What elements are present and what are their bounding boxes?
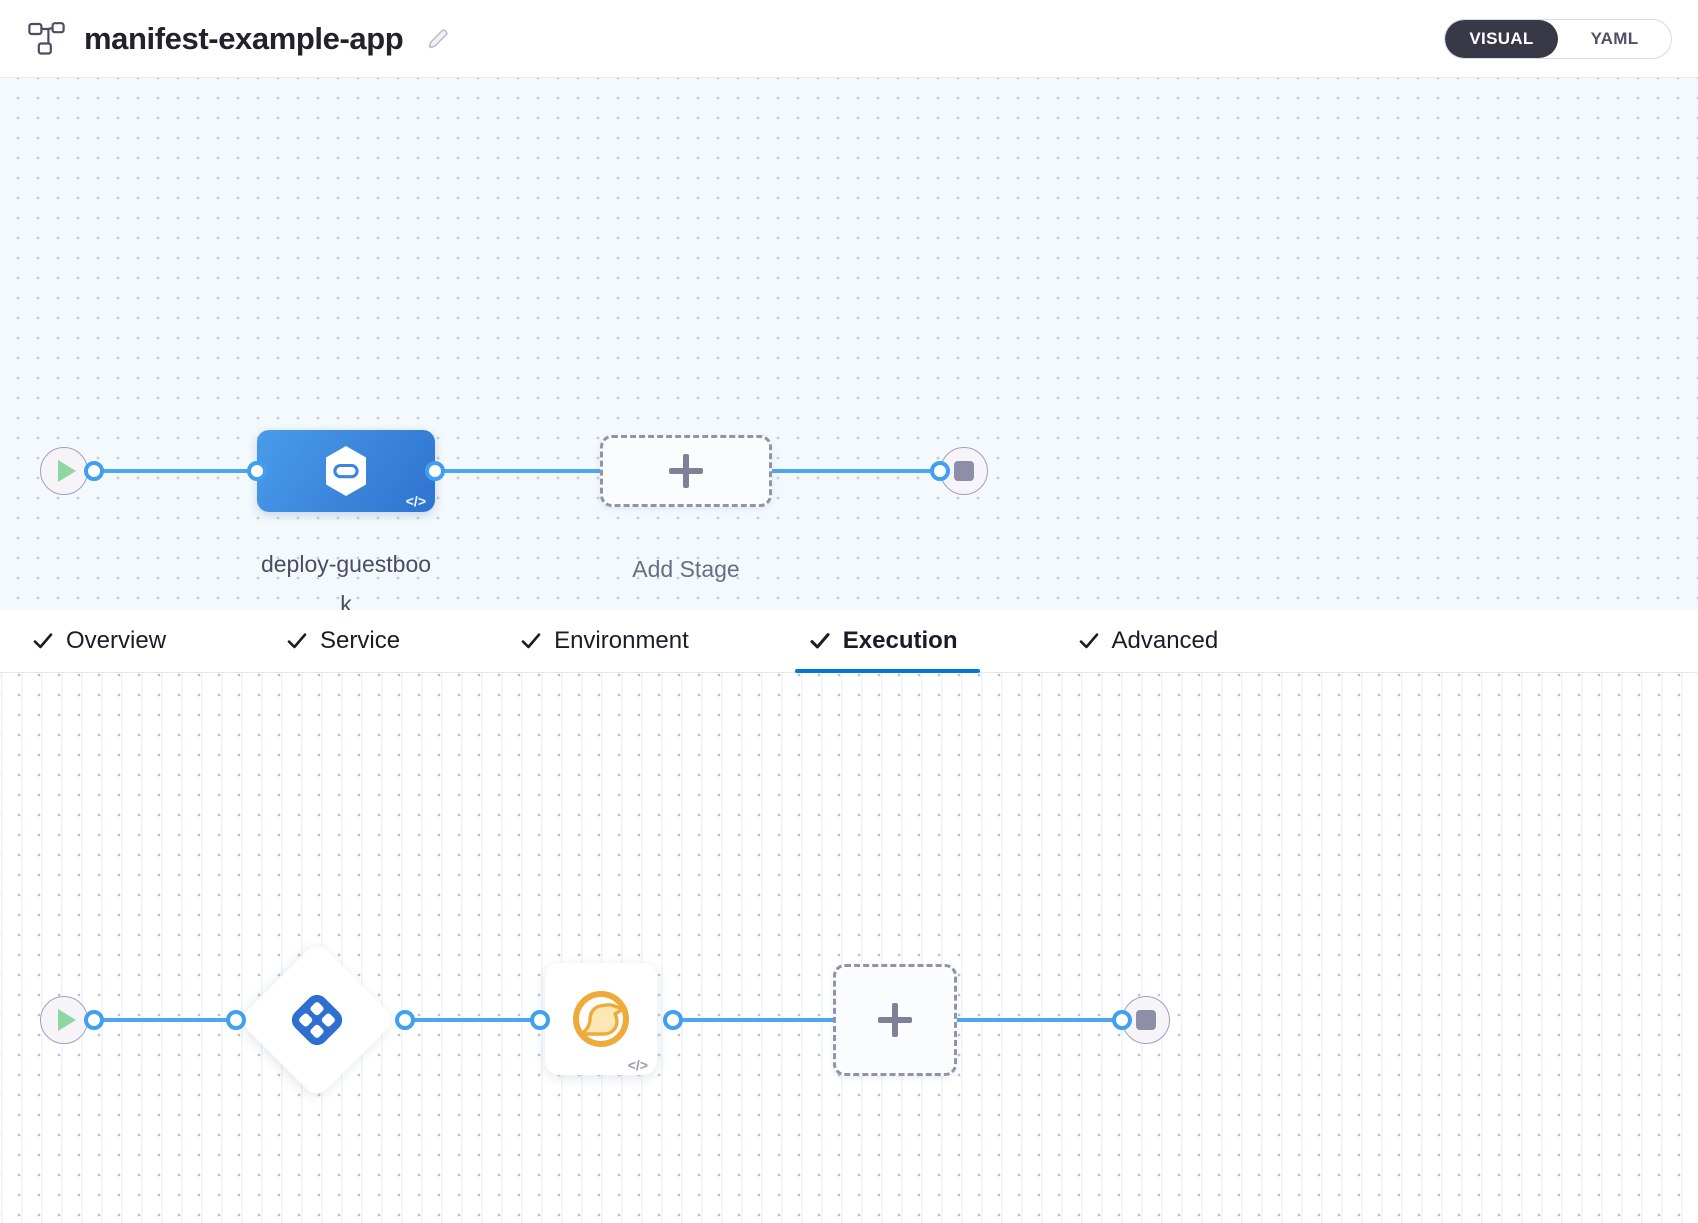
port-canary-in[interactable]: [530, 1010, 550, 1030]
stage-tabs[interactable]: Overview Service Environment Execution A…: [0, 610, 1698, 673]
pencil-edit-icon[interactable]: [425, 26, 451, 52]
add-stage-label: Add Stage: [632, 556, 740, 582]
check-icon: [810, 633, 830, 649]
execution-graph-canvas[interactable]: HarnessApproval_1 </> K8sCanaryDeploy_1 …: [0, 673, 1698, 1223]
approval-icon-wrap: [261, 964, 373, 1076]
tab-execution[interactable]: Execution: [794, 610, 992, 673]
tab-overview-label: Overview: [66, 627, 167, 654]
edge-add-to-end: [770, 469, 940, 473]
check-icon: [33, 633, 53, 649]
port-approval-in[interactable]: [226, 1010, 246, 1030]
stage-node-deploy-guestbook[interactable]: </>: [257, 430, 435, 512]
page-title: manifest-example-app: [84, 20, 404, 56]
tab-service-label: Service: [320, 627, 401, 654]
tab-advanced-label: Advanced: [1111, 627, 1219, 654]
view-mode-toggle[interactable]: VISUAL YAML: [1444, 18, 1672, 59]
port-exec-end-in[interactable]: [1112, 1010, 1132, 1030]
tab-advanced[interactable]: Advanced: [1078, 610, 1253, 672]
port-exec-start-out[interactable]: [84, 1010, 104, 1030]
port-end-in[interactable]: [930, 461, 950, 481]
step-node-k8s-canary-deploy[interactable]: </>: [545, 963, 657, 1075]
plus-icon: [669, 454, 703, 488]
check-icon: [1079, 633, 1098, 649]
execution-start-node[interactable]: [40, 996, 88, 1044]
edge-exec-start-to-approval: [94, 1018, 244, 1022]
tab-service[interactable]: Service: [286, 610, 434, 672]
tab-environment[interactable]: Environment: [520, 610, 723, 672]
plus-icon: [878, 1003, 912, 1037]
edge-approval-to-canary: [400, 1018, 550, 1022]
stage-code-badge: </>: [405, 493, 426, 509]
port-stage-out[interactable]: [425, 461, 445, 481]
stop-icon: [1136, 1010, 1156, 1030]
tab-execution-label: Execution: [842, 627, 958, 654]
add-stage-button[interactable]: [600, 435, 772, 507]
edge-start-to-stage: [94, 469, 264, 473]
stage-graph-canvas[interactable]: </> deploy-guestbook Add Stage: [0, 78, 1698, 610]
harness-cd-hexagon-icon: [326, 446, 366, 496]
harness-approval-icon: [291, 994, 343, 1046]
step-node-harness-approval[interactable]: [237, 940, 397, 1100]
edge-canary-to-add-step: [668, 1018, 838, 1022]
tab-overview[interactable]: Overview: [32, 610, 200, 672]
stop-icon: [954, 461, 974, 481]
check-icon: [287, 633, 307, 649]
port-stage-in[interactable]: [247, 461, 267, 481]
port-start-out[interactable]: [84, 461, 104, 481]
step-code-badge: </>: [627, 1057, 648, 1073]
edge-add-step-to-end: [952, 1018, 1122, 1022]
toggle-visual-button[interactable]: VISUAL: [1445, 19, 1558, 58]
pipeline-nodes-icon: [28, 21, 65, 55]
check-icon: [521, 633, 541, 649]
play-icon: [58, 1009, 76, 1031]
add-step-button[interactable]: [833, 964, 957, 1076]
header-left-group: manifest-example-app: [28, 21, 451, 57]
edge-stage-to-add: [432, 469, 602, 473]
toggle-yaml-button[interactable]: YAML: [1558, 20, 1671, 58]
stage-node-label: deploy-guestbook: [260, 551, 432, 610]
port-canary-out[interactable]: [663, 1010, 683, 1030]
pipeline-start-node[interactable]: [40, 447, 88, 495]
port-approval-out[interactable]: [395, 1010, 415, 1030]
canary-bird-icon: [573, 991, 629, 1047]
app-header: manifest-example-app VISUAL YAML: [0, 0, 1698, 78]
tab-environment-label: Environment: [554, 627, 689, 654]
play-icon: [58, 460, 76, 482]
